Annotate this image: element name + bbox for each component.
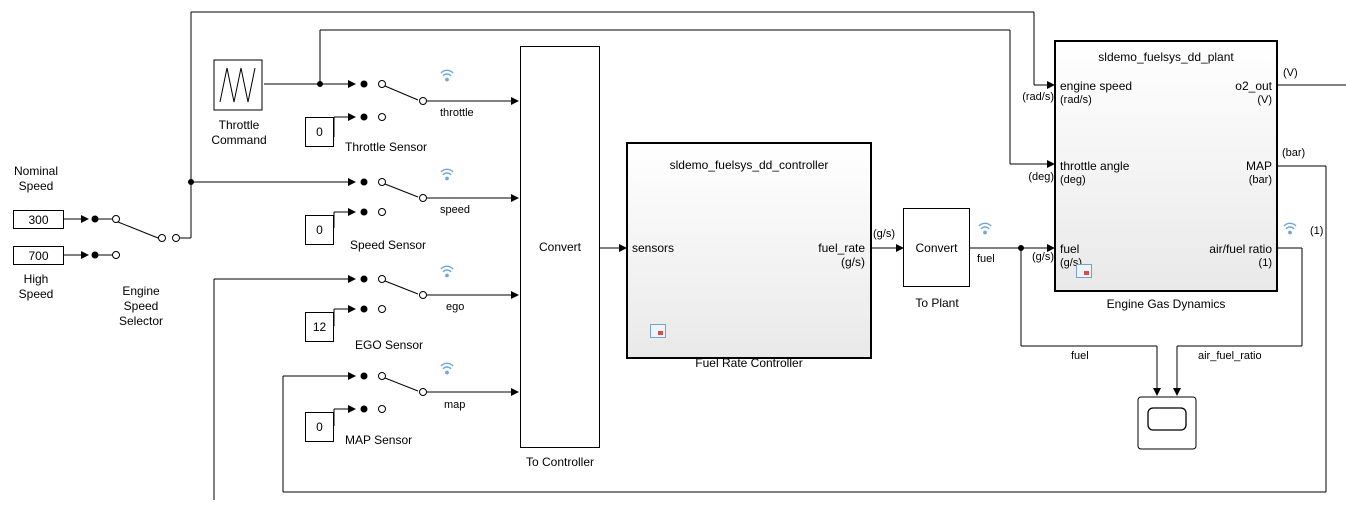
- plant-port-fuel: fuel: [1060, 242, 1080, 256]
- fuel-signal-label: fuel: [977, 253, 995, 265]
- controller-sensors-port: sensors: [632, 241, 675, 255]
- to-plant-input-unit: (g/s): [873, 228, 895, 240]
- controller-fuel-rate-port: fuel_rate: [818, 241, 865, 255]
- scope-fuel-label: fuel: [1071, 350, 1089, 362]
- nominal-speed-constant[interactable]: 300: [13, 210, 64, 229]
- plant-throttle-ext-unit: (deg): [1028, 171, 1054, 183]
- plant-port-air-fuel-ratio: air/fuel ratio: [1209, 242, 1272, 256]
- throttle-sensor-label: Throttle Sensor: [345, 140, 428, 154]
- plant-port-o2-out-unit: (V): [1257, 94, 1272, 106]
- to-plant-caption: To Plant: [915, 296, 959, 310]
- plant-port-engine-speed-unit: (rad/s): [1060, 94, 1092, 106]
- plant-o2-ext-unit: (V): [1283, 67, 1298, 79]
- plant-title: sldemo_fuelsys_dd_plant: [1098, 50, 1234, 64]
- throttle-signal-label: throttle: [440, 107, 474, 119]
- high-speed-label: High Speed: [18, 272, 54, 301]
- plant-port-throttle-angle: throttle angle: [1060, 159, 1130, 173]
- plant-port-map: MAP: [1245, 159, 1272, 173]
- map-sensor-constant[interactable]: 0: [305, 412, 334, 442]
- plant-port-engine-speed: engine speed: [1060, 79, 1133, 93]
- plant-fuel-ext-unit: (g/s): [1032, 251, 1054, 263]
- throttle-command-label: Throttle Command: [211, 118, 267, 147]
- testpoint-icons: [440, 69, 1297, 375]
- ego-signal-label: ego: [446, 301, 465, 313]
- ego-sensor-label: EGO Sensor: [355, 338, 424, 352]
- plant-port-throttle-angle-unit: (deg): [1060, 174, 1086, 186]
- controller-fuel-rate-unit: (g/s): [841, 255, 865, 269]
- plant-caption: Engine Gas Dynamics: [1106, 297, 1226, 311]
- throttle-command-icon: [213, 59, 263, 111]
- engine-speed-selector-label: Engine Speed Selector: [118, 284, 164, 328]
- to-controller-block[interactable]: Convert: [520, 46, 600, 448]
- controller-caption: Fuel Rate Controller: [695, 356, 803, 370]
- model-reference-icon: [1076, 264, 1092, 278]
- throttle-sensor-constant[interactable]: 0: [305, 117, 334, 147]
- map-sensor-label: MAP Sensor: [345, 433, 413, 447]
- plant-engine-speed-ext-unit: (rad/s): [1022, 91, 1054, 103]
- engine-gas-dynamics-block[interactable]: sldemo_fuelsys_dd_plant engine speed (ra…: [1054, 40, 1278, 292]
- to-plant-block[interactable]: Convert: [903, 208, 970, 287]
- plant-map-ext-unit: (bar): [1282, 147, 1306, 159]
- speed-signal-label: speed: [440, 204, 470, 216]
- scope-icon: [1137, 396, 1197, 450]
- model-reference-icon: [650, 324, 666, 338]
- fuel-rate-controller-block[interactable]: sldemo_fuelsys_dd_controller sensors fue…: [626, 142, 872, 359]
- map-signal-label: map: [444, 399, 466, 411]
- speed-sensor-label: Speed Sensor: [350, 238, 427, 252]
- controller-title: sldemo_fuelsys_dd_controller: [669, 158, 829, 172]
- plant-port-o2-out: o2_out: [1235, 79, 1272, 93]
- ego-sensor-constant[interactable]: 12: [305, 312, 334, 342]
- speed-sensor-constant[interactable]: 0: [305, 215, 334, 245]
- to-controller-caption: To Controller: [525, 455, 595, 469]
- nominal-speed-label: Nominal Speed: [13, 164, 59, 193]
- scope-afr-label: air_fuel_ratio: [1198, 350, 1262, 362]
- plant-afr-ext-unit: (1): [1310, 225, 1324, 237]
- plant-port-map-unit: (bar): [1248, 174, 1272, 186]
- high-speed-constant[interactable]: 700: [13, 246, 64, 265]
- plant-port-air-fuel-ratio-unit: (1): [1258, 257, 1272, 269]
